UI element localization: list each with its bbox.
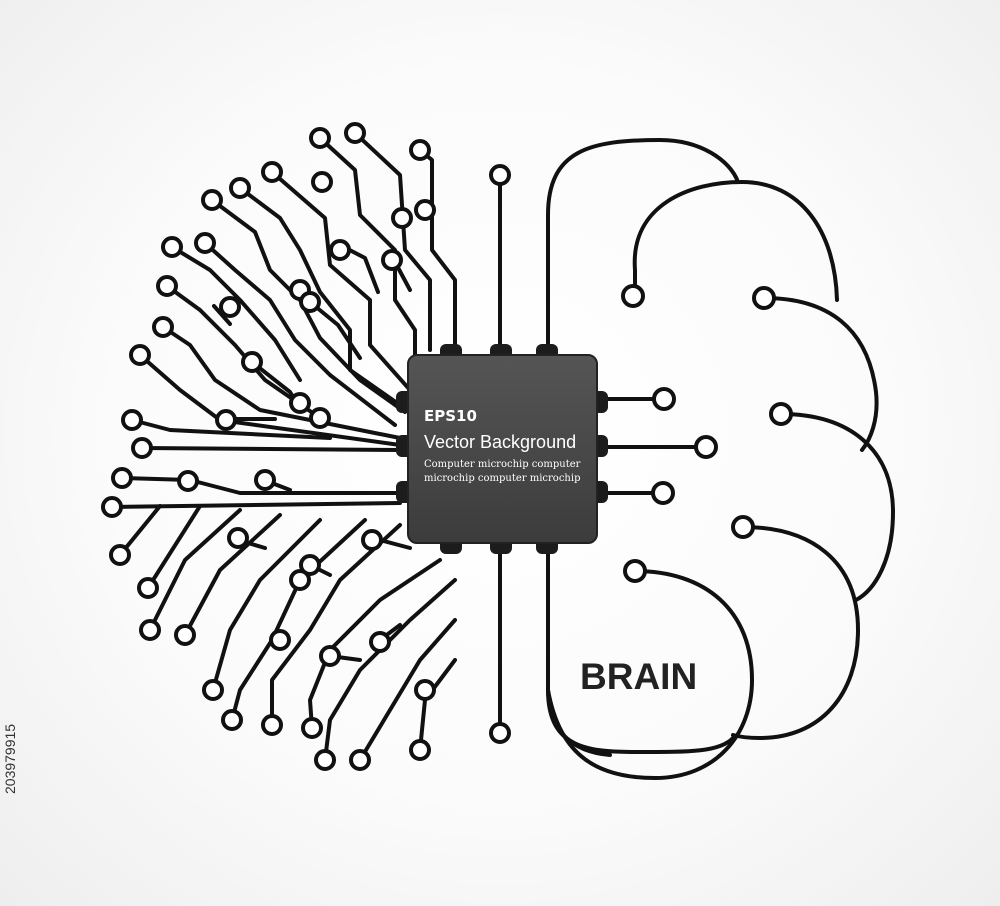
circuit-node-terminal: [381, 249, 403, 271]
right-trace-terminals: [489, 164, 793, 744]
stock-id-watermark: 203979915: [2, 723, 18, 794]
circuit-node-terminal: [201, 189, 223, 211]
circuit-trace-icon: [358, 618, 457, 762]
circuit-node-terminal: [229, 177, 251, 199]
circuit-node-terminal: [227, 527, 249, 549]
circuit-node-terminal: [261, 714, 283, 736]
circuit-node-terminal: [309, 407, 331, 429]
circuit-node-terminal: [319, 645, 341, 667]
circuit-node-terminal: [269, 629, 291, 651]
circuit-trace-icon: [308, 300, 362, 360]
circuit-node-terminal: [137, 577, 159, 599]
circuit-node-terminal: [299, 554, 321, 576]
circuit-node-terminal: [254, 469, 276, 491]
circuit-trace-icon: [130, 418, 332, 440]
circuit-node-terminal: [391, 207, 413, 229]
circuit-trace-icon: [323, 578, 457, 762]
circuit-node-terminal: [109, 544, 131, 566]
circuit-node-terminal: [129, 344, 151, 366]
circuit-node-terminal: [215, 409, 237, 431]
circuit-trace-icon: [378, 538, 412, 550]
right-brain-outline: [546, 179, 896, 781]
circuit-node-terminal: [156, 275, 178, 297]
chip-description-line: microchip computer microchip: [424, 473, 581, 484]
circuit-trace-icon: [165, 284, 322, 420]
circuit-node-terminal: [349, 749, 371, 771]
left-circuit-hemisphere: [101, 122, 457, 771]
circuit-node-terminal: [161, 236, 183, 258]
circuit-node-terminal: [289, 392, 311, 414]
circuit-node-terminal: [344, 122, 366, 144]
chip-title: Vector Background: [424, 432, 577, 452]
circuit-trace-icon: [418, 658, 457, 752]
circuit-trace-icon: [183, 513, 282, 637]
circuit-node-terminal: [174, 624, 196, 646]
circuit-trace-icon: [140, 446, 402, 452]
circuit-node-terminal: [414, 679, 436, 701]
chip-model-label: EPS10: [424, 407, 477, 425]
circuit-trace-icon: [110, 501, 402, 509]
circuit-node-terminal: [101, 496, 123, 518]
circuit-trace-icon: [230, 518, 367, 722]
circuit-trace-icon: [170, 245, 302, 382]
circuit-node-terminal: [299, 291, 321, 313]
circuit-node-terminal: [139, 619, 161, 641]
circuit-node-terminal: [241, 351, 263, 373]
circuit-node-terminal: [152, 316, 174, 338]
brain-label: BRAIN: [580, 656, 698, 697]
circuit-node-terminal: [219, 296, 241, 318]
circuit-trace-icon: [120, 476, 402, 495]
circuit-node-terminal: [369, 631, 391, 653]
circuit-node-terminal: [409, 739, 431, 761]
circuit-trace-icon: [418, 148, 457, 352]
circuit-trace-icon: [148, 508, 242, 632]
circuit-trace-icon: [211, 518, 322, 692]
circuit-trace-icon: [212, 304, 232, 326]
chip-description-line: Computer microchip computer: [424, 459, 581, 470]
circuit-trace-icon: [270, 523, 402, 727]
circuit-node-terminal: [202, 679, 224, 701]
circuit-trace-icon: [138, 353, 402, 447]
circuit-node-terminal: [361, 529, 383, 551]
microchip-icon: [396, 344, 608, 554]
circuit-node-terminal: [221, 709, 243, 731]
circuit-node-terminal: [177, 470, 199, 492]
circuit-node-terminal: [414, 199, 436, 221]
circuit-node-terminal: [261, 161, 283, 183]
circuit-node-terminal: [311, 171, 333, 193]
circuit-node-terminal: [289, 569, 311, 591]
circuit-node-terminal: [194, 232, 216, 254]
circuit-node-terminal: [309, 127, 331, 149]
circuit-trace-icon: [270, 170, 412, 392]
circuit-trace-icon: [146, 504, 202, 590]
circuit-node-terminal: [111, 467, 133, 489]
circuit-node-terminal: [409, 139, 431, 161]
circuit-trace-icon: [353, 131, 432, 352]
circuit-node-terminal: [301, 717, 323, 739]
circuit-node-terminal: [131, 437, 153, 459]
circuit-node-terminal: [329, 239, 351, 261]
circuit-trace-icon: [161, 325, 402, 440]
circuit-node-terminal: [314, 749, 336, 771]
circuit-node-terminal: [121, 409, 143, 431]
circuit-trace-icon: [203, 241, 397, 427]
